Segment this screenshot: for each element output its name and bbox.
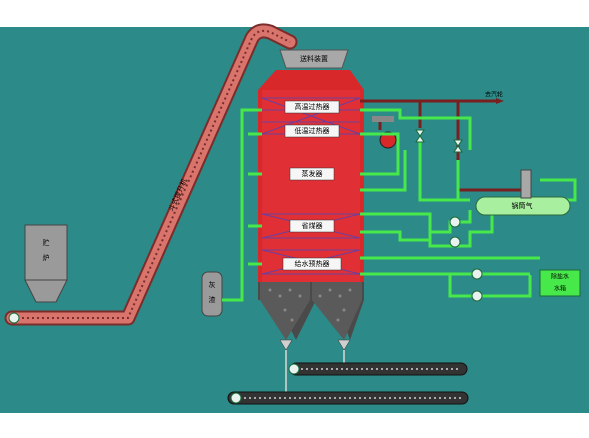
drum-label: 锅筒气 xyxy=(512,201,533,210)
feedwater-heater-label: 给水预热器 xyxy=(295,259,330,268)
steam-out-label: 去汽轮 xyxy=(485,91,503,99)
feed-device-label: 送料装置 xyxy=(300,54,328,63)
side-tank xyxy=(201,271,223,317)
pump-icon xyxy=(449,216,461,228)
deaerator-pump-box xyxy=(539,269,581,297)
bin-label-1: 贮 xyxy=(43,238,50,247)
steam-drum xyxy=(475,169,571,216)
economizer-label: 省煤器 xyxy=(302,221,323,230)
lp-superheater-box xyxy=(284,124,340,138)
valve-icon xyxy=(453,139,463,153)
side-tank-label-1: 灰 xyxy=(209,280,216,289)
separator-icon xyxy=(379,131,397,149)
side-tank-label-2: 渣 xyxy=(209,295,216,304)
economizer-box xyxy=(289,219,335,233)
valve-icon xyxy=(415,129,425,143)
hp-superheater-box xyxy=(284,100,340,114)
bottom-conveyors xyxy=(227,350,469,405)
water-pipes xyxy=(222,108,577,302)
evaporator-box xyxy=(289,167,335,181)
steam-arrow-icon xyxy=(496,98,504,104)
hp-superheater-label: 高温过热器 xyxy=(295,102,330,111)
deaerator-pump-label-1: 除盐水 xyxy=(551,273,569,281)
pump-icon xyxy=(471,268,483,280)
storage-bin xyxy=(24,224,68,303)
evaporator-label: 蒸发器 xyxy=(302,169,323,178)
bucket-elevator xyxy=(4,23,298,326)
deaerator-pump-label-2: 水箱 xyxy=(554,285,566,293)
bin-label-2: 炉 xyxy=(43,253,50,262)
feed-device xyxy=(279,49,349,69)
feedwater-heater-box xyxy=(282,257,342,271)
ash-hoppers xyxy=(258,282,364,351)
lp-superheater-label: 低温过热器 xyxy=(295,126,330,135)
separator-head xyxy=(372,116,394,122)
pump-icon xyxy=(471,290,483,302)
elevator-motor-icon xyxy=(8,312,20,324)
pump-icon xyxy=(449,236,461,248)
